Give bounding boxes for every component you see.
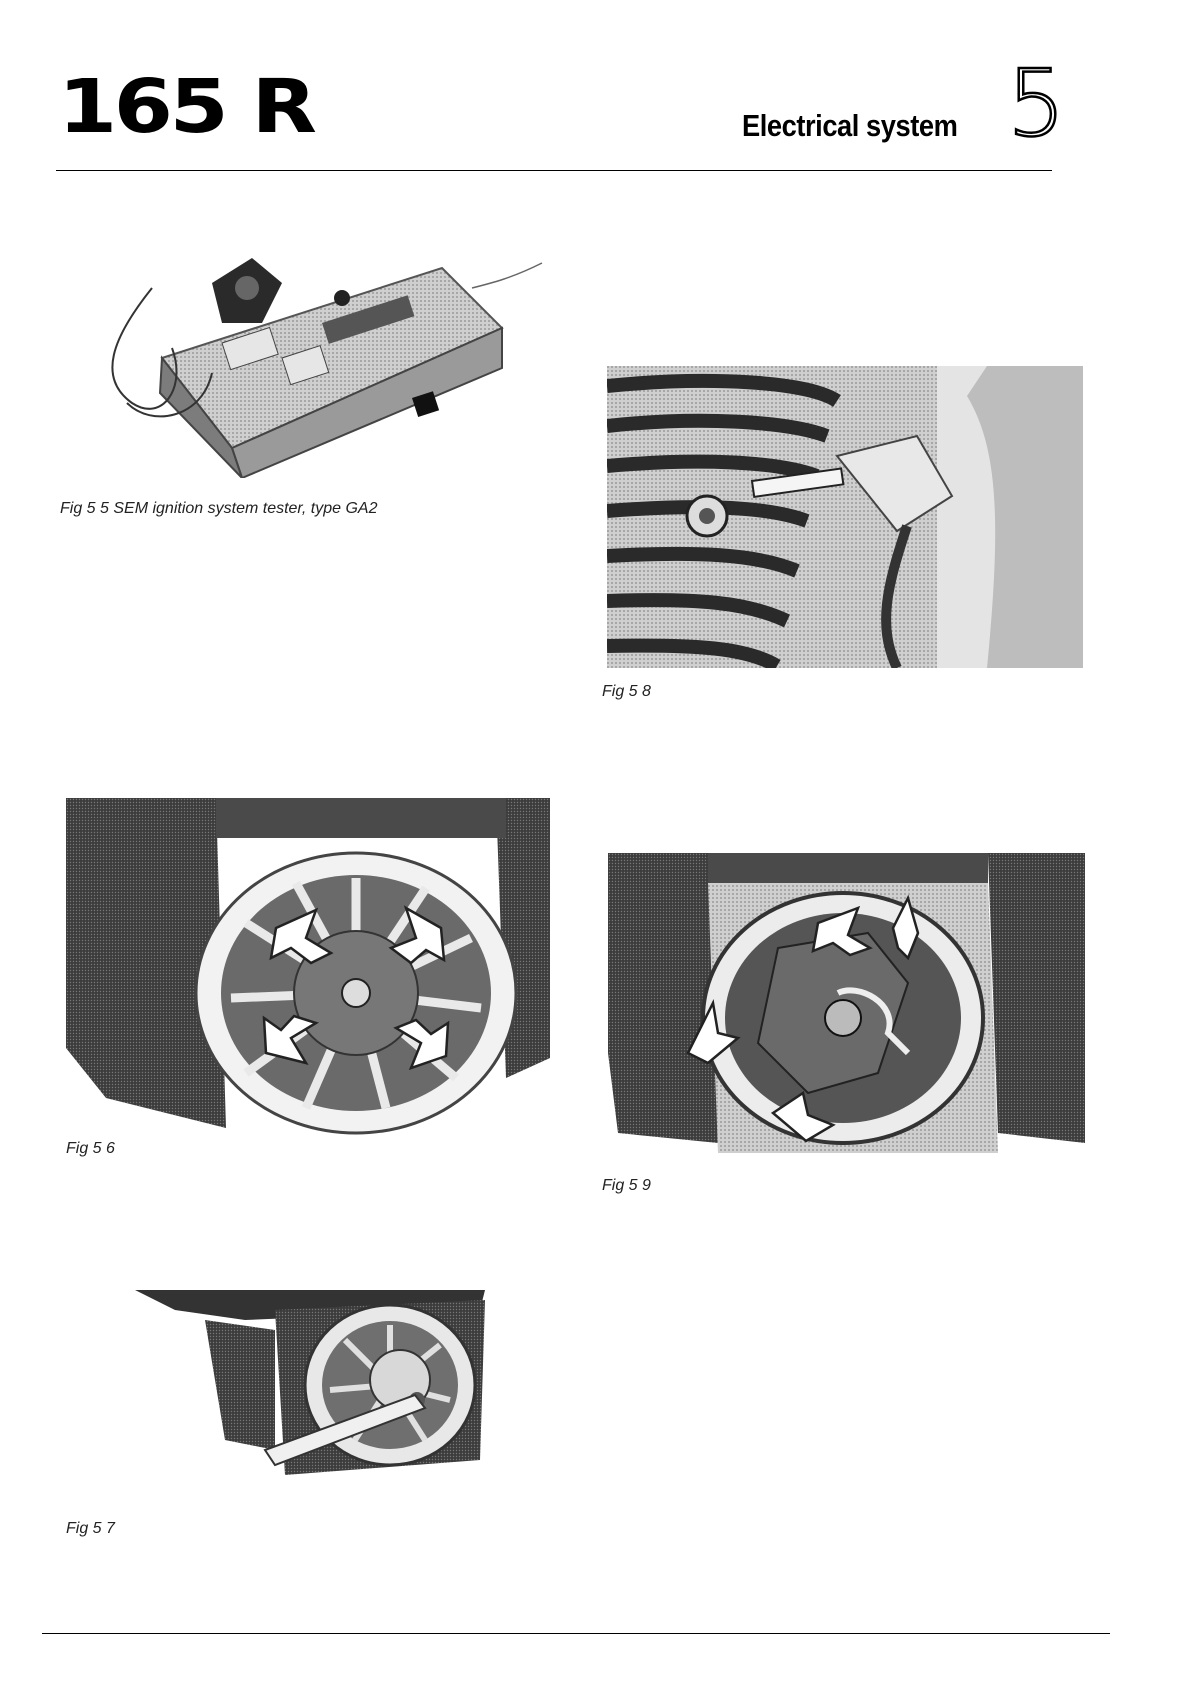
- chapter-number-logo: 5: [1003, 55, 1075, 147]
- header-rule: [56, 170, 1052, 171]
- figure-5-8-caption: Fig 5 8: [602, 683, 651, 701]
- figure-5-5-photo: [92, 228, 544, 478]
- svg-text:5: 5: [1007, 55, 1066, 147]
- figure-5-5-caption: Fig 5 5 SEM ignition system tester, type…: [60, 500, 377, 518]
- footer-rule: [42, 1633, 1110, 1634]
- figure-5-9-photo: [608, 853, 1085, 1159]
- figure-5-7-caption: Fig 5 7: [66, 1520, 115, 1538]
- figure-5-9-caption: Fig 5 9: [602, 1177, 651, 1195]
- model-title: 165 R: [58, 70, 314, 144]
- figure-5-6-photo: [66, 798, 550, 1136]
- figure-5-8-photo: [607, 366, 1083, 668]
- section-title: Electrical system: [742, 108, 957, 144]
- figure-5-7-photo: [125, 1290, 495, 1490]
- figure-5-6-caption: Fig 5 6: [66, 1140, 115, 1158]
